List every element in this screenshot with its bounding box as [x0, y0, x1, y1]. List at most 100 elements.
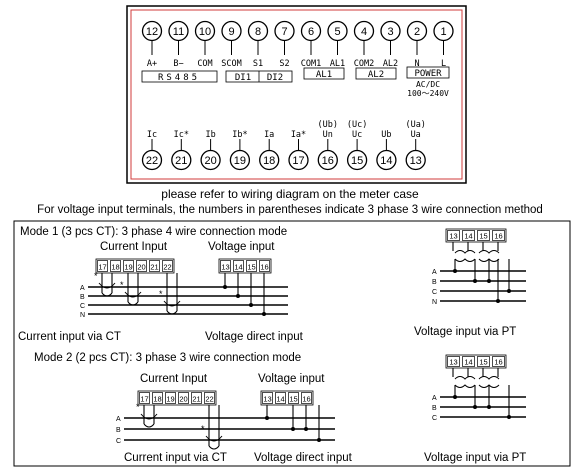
bottom-terminal-number: 17 [292, 155, 304, 167]
mode1-current-title: Current Input [100, 241, 168, 253]
phase-label-B: B [116, 427, 121, 434]
al1-box [303, 67, 345, 80]
phase-label-B: B [80, 294, 85, 301]
phase-label-C: C [432, 289, 437, 296]
mode1-voltage-title: Voltage input [208, 241, 275, 253]
phase-label-A: A [80, 285, 85, 292]
mode1-title: Mode 1 (3 pcs CT): 3 phase 4 wire connec… [20, 226, 287, 238]
bottom-terminal-number: 18 [263, 155, 275, 167]
junction-dot [496, 299, 500, 303]
top-terminal-label: COM2 [354, 59, 374, 69]
top-terminal-10 [194, 20, 216, 42]
m1-voltage-terminal-15 [246, 260, 257, 272]
m2-current-terminal-19 [165, 392, 176, 404]
polarity-star: * [136, 402, 140, 412]
bottom-terminal-20 [200, 149, 221, 171]
pt-terminal-13 [447, 356, 460, 367]
pt-coil-top [478, 250, 500, 254]
m2-current-terminal-18 [152, 392, 163, 404]
pt-terminal-14 [462, 230, 475, 241]
mode1-caption-pt: Voltage input via PT [414, 326, 516, 338]
bottom-terminal-13 [405, 149, 426, 171]
bottom-terminal-label: Un [323, 130, 333, 140]
mode2-title: Mode 2 (2 pcs CT): 3 phase 3 wire connec… [34, 352, 301, 364]
top-terminal-label: AL2 [383, 59, 398, 69]
bottom-terminal-17 [288, 149, 309, 171]
m1-current-terminal-number: 18 [111, 263, 119, 272]
top-terminal-number: 12 [146, 26, 158, 38]
pt-terminal-number: 13 [449, 358, 457, 367]
pt-coil-top [454, 376, 476, 380]
parentheses-note: For voltage input terminals, the numbers… [37, 204, 543, 216]
top-terminal-2 [406, 20, 428, 42]
pt-terminal-14 [462, 356, 475, 367]
m2-current-terminal-number: 20 [179, 395, 187, 404]
top-terminal-number: 8 [255, 26, 261, 38]
junction-dot [265, 416, 269, 420]
top-terminal-label: COM [197, 59, 212, 69]
di2-label: DI2 [267, 73, 283, 83]
polarity-star: * [94, 271, 98, 281]
bottom-terminal-number: 22 [146, 155, 158, 167]
bottom-terminal-18 [259, 149, 280, 171]
top-terminal-label: L [441, 59, 446, 69]
bottom-terminal-number: 16 [322, 155, 334, 167]
pt-coil-bottom [454, 384, 476, 388]
top-terminal-7 [274, 20, 295, 42]
m1-current-terminal-number: 22 [163, 263, 171, 272]
top-terminal-1 [433, 20, 454, 42]
top-terminal-number: 4 [361, 26, 367, 38]
power-spec-2: 100～240V [407, 89, 449, 98]
rs485-box [141, 70, 218, 83]
m2-current-terminal-number: 21 [192, 395, 200, 404]
junction-dot [487, 405, 491, 409]
m1-current-terminal-20 [136, 260, 147, 272]
m2-current-terminal-number: 19 [166, 395, 174, 404]
pt-terminal-number: 14 [464, 358, 472, 367]
top-terminal-8 [247, 20, 269, 42]
mode2-caption-pt: Voltage input via PT [424, 452, 526, 464]
top-terminal-label: A+ [147, 59, 157, 69]
m1-current-terminal-21 [149, 260, 160, 272]
top-terminal-9 [221, 20, 242, 42]
di1-label: DI1 [235, 73, 251, 83]
m1-ct-c-coil [166, 310, 178, 315]
mode2-voltage-title: Voltage input [258, 373, 325, 385]
bottom-terminal-label: Ua [411, 130, 421, 140]
junction-dot [487, 279, 491, 283]
top-terminal-number: 5 [334, 26, 340, 38]
m1-current-terminal-22 [162, 260, 173, 272]
top-terminal-label: N [414, 59, 419, 69]
m1-voltage-terminal-13 [220, 260, 231, 272]
m2-current-terminal-number: 22 [205, 395, 213, 404]
pt-terminal-number: 13 [449, 232, 457, 241]
m1-voltage-terminal-number: 14 [234, 263, 242, 272]
bottom-terminal-alt-label: (Uc) [347, 120, 367, 130]
m1-current-terminal-17 [97, 260, 108, 272]
mode1-caption-direct: Voltage direct input [205, 331, 304, 343]
mode1-caption-ct: Current input via CT [18, 331, 121, 343]
pt-terminal-16 [492, 356, 505, 367]
m2-ct-a-loop [140, 413, 158, 420]
bottom-terminal-label: Ia [264, 130, 274, 140]
polarity-star: * [159, 289, 163, 299]
junction-dot [473, 405, 477, 409]
m1-voltage-terminal-strip [218, 258, 272, 274]
bottom-terminal-number: 19 [234, 155, 246, 167]
m2-current-terminal-number: 17 [140, 395, 148, 404]
pt-terminal-number: 14 [464, 232, 472, 241]
mode2-current-title: Current Input [140, 373, 208, 385]
bottom-terminal-number: 15 [351, 155, 363, 167]
top-terminal-number: 6 [308, 26, 314, 38]
phase-label-A: A [432, 395, 437, 402]
m2-voltage-terminal-strip [260, 390, 314, 406]
top-terminal-label: B− [173, 59, 183, 69]
m1-voltage-terminal-14 [233, 260, 244, 272]
phase-label-C: C [432, 415, 437, 422]
top-terminal-3 [380, 20, 401, 42]
top-terminal-6 [300, 20, 322, 42]
